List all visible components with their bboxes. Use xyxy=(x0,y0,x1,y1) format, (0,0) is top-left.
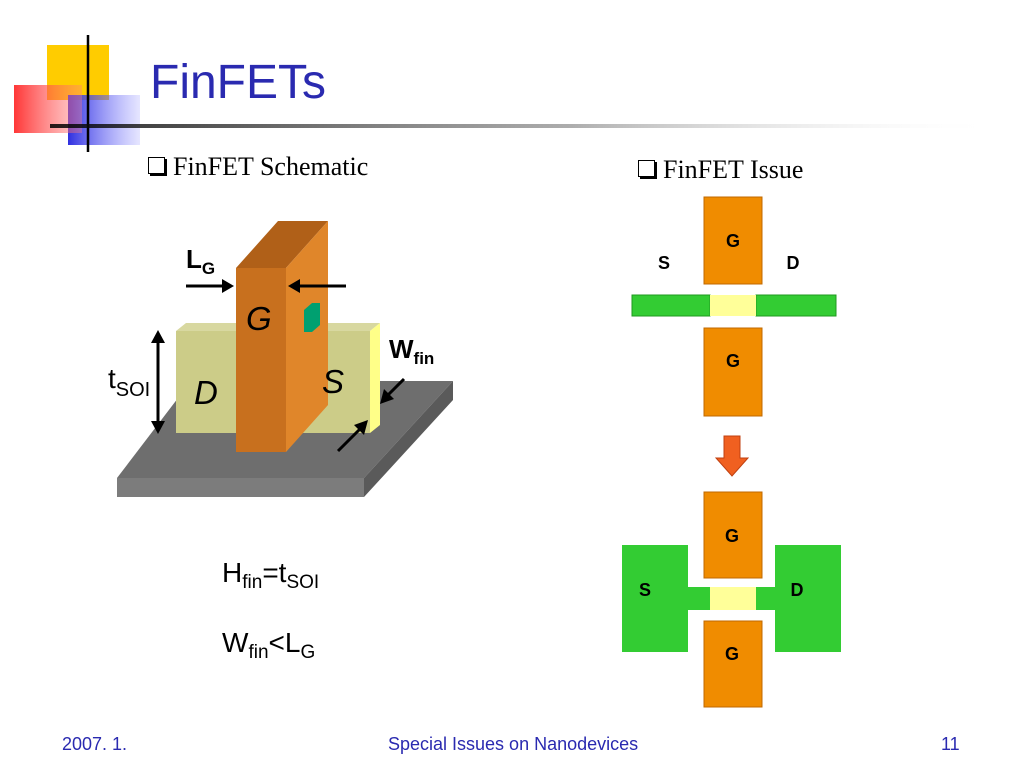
footer-date: 2007. 1. xyxy=(62,734,128,754)
equation-hfin: Hfin=tSOI xyxy=(222,557,319,594)
issue-bottom-gate-lower-label: G xyxy=(725,644,739,664)
slide-title: FinFETs xyxy=(150,56,327,109)
equation-wfin: Wfin<LG xyxy=(222,627,315,664)
wfin-arrow-bottom-head xyxy=(354,420,368,435)
right-heading-text: FinFET Issue xyxy=(663,155,804,184)
left-heading-text: FinFET Schematic xyxy=(173,152,369,181)
wfin-arrow-bottom xyxy=(336,425,364,453)
source-side xyxy=(370,323,380,433)
drain-top xyxy=(176,323,246,331)
lg-arrow-left-head xyxy=(222,279,234,293)
issue-bottom-gate-upper xyxy=(703,491,763,579)
issue-bottom-gate-lower xyxy=(703,620,763,708)
fin-channel xyxy=(304,303,320,332)
eq1-a: H xyxy=(222,557,243,588)
footer-course: Special Issues on Nanodevices xyxy=(388,734,639,754)
eq2-b-sub: G xyxy=(300,642,316,663)
decorative-logo xyxy=(14,35,1000,152)
right-section-heading: FinFET Issue xyxy=(638,155,803,185)
down-arrow-icon xyxy=(714,435,750,477)
gate-top xyxy=(236,221,328,268)
finfet-issue-diagrams: G G S D G G S D xyxy=(622,196,841,708)
issue-top-fin-right xyxy=(755,294,837,317)
issue-bottom-source-pad xyxy=(622,545,710,652)
issue-top-source-label: S xyxy=(658,253,670,273)
gate-side xyxy=(286,221,328,452)
substrate-front xyxy=(117,478,364,497)
drain-block xyxy=(176,331,236,433)
wfin-arrow-top-head xyxy=(380,389,394,404)
issue-top-gate-upper-label: G xyxy=(726,231,740,251)
issue-top-gate-lower xyxy=(703,327,763,417)
issue-top-gate-lower-label: G xyxy=(726,351,740,371)
source-label: S xyxy=(322,363,344,400)
wfin-label-main: W xyxy=(389,334,414,364)
eq1-a-sub: fin xyxy=(242,572,263,593)
eq1-op: =t xyxy=(262,557,287,588)
tsoi-label-main: t xyxy=(108,363,116,394)
eq2-op: <L xyxy=(268,627,301,658)
title-underline xyxy=(50,124,1000,128)
issue-bottom-channel xyxy=(710,587,756,610)
substrate-side xyxy=(364,381,453,497)
eq1-b-sub: SOI xyxy=(286,572,320,593)
tsoi-label: tSOI xyxy=(108,363,150,401)
left-section-heading: FinFET Schematic xyxy=(148,152,368,182)
lg-label-sub: G xyxy=(202,259,215,278)
issue-bottom-drain-pad xyxy=(756,545,841,652)
footer-page-number: 11 xyxy=(941,734,960,754)
eq2-a-sub: fin xyxy=(248,642,269,663)
gate-front xyxy=(236,268,286,452)
tsoi-arrow-bottom-head xyxy=(151,421,165,434)
issue-top-gate-upper xyxy=(703,196,763,285)
checkbox-bullet-icon xyxy=(638,160,655,177)
tsoi-arrow-top-head xyxy=(151,330,165,343)
finfet-schematic: G D S LG Wfin tSOI xyxy=(108,221,453,497)
tsoi-label-sub: SOI xyxy=(116,379,150,401)
issue-bottom-gate-upper-label: G xyxy=(725,526,739,546)
wfin-label-sub: fin xyxy=(414,349,435,368)
eq2-a: W xyxy=(222,627,249,658)
issue-top-channel xyxy=(710,295,756,316)
issue-bottom-source-label: S xyxy=(639,580,651,600)
lg-label: LG xyxy=(186,244,215,278)
gate-label: G xyxy=(246,300,272,337)
issue-top-drain-label: D xyxy=(787,253,800,273)
issue-bottom-drain-label: D xyxy=(791,580,804,600)
drain-label: D xyxy=(194,374,218,411)
issue-top-fin-left xyxy=(631,294,711,317)
checkbox-bullet-icon xyxy=(148,157,165,174)
wfin-label: Wfin xyxy=(389,334,434,368)
lg-label-main: L xyxy=(186,244,202,274)
lg-arrow-right-head xyxy=(288,279,300,293)
